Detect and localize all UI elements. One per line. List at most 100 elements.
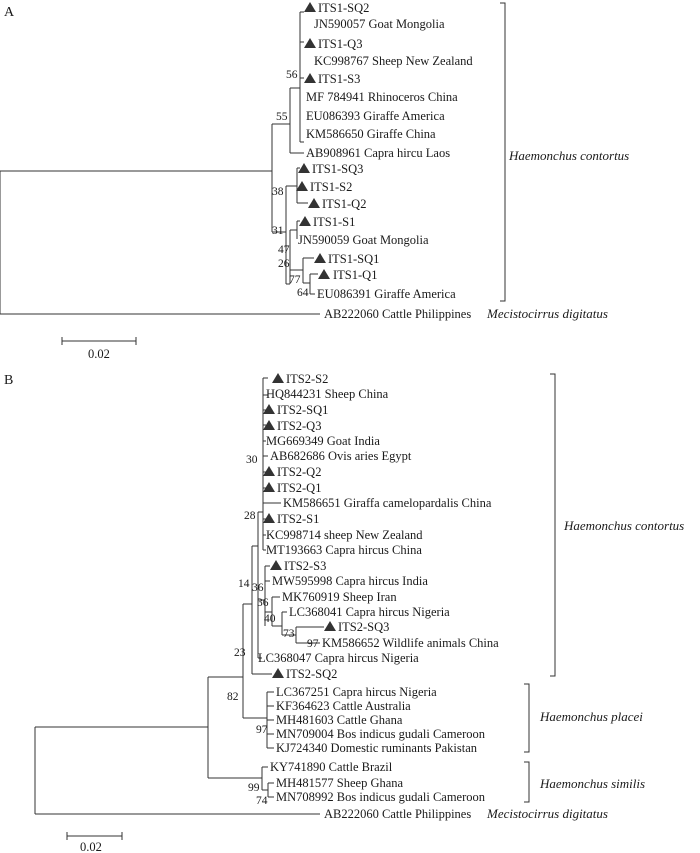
outgroup-accession: AB222060 Cattle Philippines [324,807,471,821]
panel-b: B [4,372,684,853]
tip-label: ITS1-SQ1 [328,252,379,266]
tip-label: ITS2-SQ1 [277,403,328,417]
triangle-marker-icon [272,668,284,678]
bootstrap-value: 99 [248,782,260,794]
tip-label: EU086393 Giraffe America [306,109,445,123]
tip-label: KM586651 Giraffa camelopardalis China [283,496,492,510]
triangle-marker-icon [263,466,275,476]
bootstrap-value: 31 [272,225,284,237]
panel-a: A [0,1,629,361]
tip-label: KJ724340 Domestic ruminants Pakistan [276,741,478,755]
bootstrap-value: 77 [289,274,301,286]
bootstrap-value: 55 [276,111,288,123]
panel-a-markers [296,2,330,279]
tip-label: MN709004 Bos indicus gudali Cameroon [276,727,486,741]
outgroup-accession: AB222060 Cattle Philippines [324,307,471,321]
tip-label: MW595998 Capra hircus India [272,574,428,588]
bootstrap-value: 30 [246,454,258,466]
bootstrap-value: 23 [234,647,246,659]
tip-label: ITS1-Q3 [318,37,362,51]
tip-label: JN590057 Goat Mongolia [314,17,445,31]
tip-label: ITS2-S1 [277,512,319,526]
tip-label: ITS1-Q2 [322,197,366,211]
tip-label: MH481577 Sheep Ghana [276,776,404,790]
triangle-marker-icon [270,560,282,570]
tip-label: KC998767 Sheep New Zealand [314,54,473,68]
tip-label: ITS2-SQ2 [286,667,337,681]
tip-label: ITS1-SQ3 [312,162,363,176]
tip-label: MN708992 Bos indicus gudali Cameroon [276,790,486,804]
triangle-marker-icon [314,253,326,263]
tip-label: ITS1-S1 [313,215,355,229]
tip-label: ITS1-S2 [310,180,352,194]
tip-label: KF364623 Cattle Australia [276,699,411,713]
tip-label: HQ844231 Sheep China [266,387,389,401]
triangle-marker-icon [299,216,311,226]
bootstrap-value: 26 [278,258,290,270]
triangle-marker-icon [308,198,320,208]
tip-label: MG669349 Goat India [266,434,380,448]
triangle-marker-icon [304,38,316,48]
bootstrap-value: 64 [297,287,309,299]
outgroup-species: Mecistocirrus digitatus [486,306,608,321]
triangle-marker-icon [304,73,316,83]
scale-label: 0.02 [80,840,102,853]
triangle-marker-icon [263,420,275,430]
bootstrap-value: 97 [307,638,319,650]
tip-label: KM586652 Wildlife animals China [322,636,499,650]
tip-label: MF 784941 Rhinoceros China [306,90,458,104]
clade-label: Haemonchus contortus [563,518,684,533]
tip-label: ITS2-Q2 [277,465,321,479]
triangle-marker-icon [263,404,275,414]
tip-label: ITS1-SQ2 [318,1,369,15]
triangle-marker-icon [272,373,284,383]
panel-b-branches [34,377,324,815]
tip-label: ITS1-Q1 [333,268,377,282]
triangle-marker-icon [298,163,310,173]
bootstrap-value: 82 [227,691,239,703]
clade-label: Haemonchus similis [539,776,645,791]
panel-a-branches [0,11,320,315]
tip-label: MT193663 Capra hircus China [266,543,422,557]
clade-label: Haemonchus contortus [508,148,629,163]
panel-b-outgroup: AB222060 Cattle Philippines Mecistocirru… [324,806,608,821]
panel-b-tip-labels: ITS2-S2 HQ844231 Sheep China ITS2-SQ1 IT… [258,372,499,804]
outgroup-species: Mecistocirrus digitatus [486,806,608,821]
panel-b-scale-bar: 0.02 [66,832,123,853]
tip-label: MH481603 Cattle Ghana [276,713,403,727]
tip-label: AB908961 Capra hircu Laos [306,146,450,160]
panel-a-scale-bar: 0.02 [61,337,137,361]
bootstrap-value: 56 [286,69,298,81]
tip-label: ITS2-S3 [284,559,326,573]
tip-label: LC367251 Capra hircus Nigeria [276,685,437,699]
bootstrap-value: 14 [238,578,250,590]
tip-label: KM586650 Giraffe China [306,127,436,141]
tip-label: MK760919 Sheep Iran [282,590,397,604]
bootstrap-value: 38 [272,186,284,198]
bootstrap-value: 73 [283,628,295,640]
bootstrap-value: 36 [257,597,269,609]
tip-label: LC368047 Capra hircus Nigeria [258,651,419,665]
tip-label: ITS1-S3 [318,72,360,86]
panel-a-outgroup: AB222060 Cattle Philippines Mecistocirru… [324,306,608,321]
scale-label: 0.02 [88,347,110,361]
bootstrap-value: 74 [256,795,268,807]
panel-a-clade-bracket: Haemonchus contortus [500,2,629,302]
panel-a-tip-labels: ITS1-SQ2 JN590057 Goat Mongolia ITS1-Q3 … [298,1,473,301]
panel-b-bootstrap-values: 30 28 14 36 36 40 73 97 23 82 97 99 74 [227,454,319,807]
tip-label: AB682686 Ovis aries Egypt [270,449,412,463]
tip-label: ITS2-Q1 [277,481,321,495]
tip-label: ITS2-SQ3 [338,620,389,634]
triangle-marker-icon [263,513,275,523]
tip-label: ITS2-Q3 [277,419,321,433]
tip-label: KC998714 sheep New Zealand [266,528,423,542]
panel-a-bootstrap-values: 56 55 38 31 47 26 77 64 [272,69,309,299]
triangle-marker-icon [318,269,330,279]
tip-label: JN590059 Goat Mongolia [298,233,429,247]
tip-label: KY741890 Cattle Brazil [270,760,393,774]
triangle-marker-icon [296,181,308,191]
tip-label: EU086391 Giraffe America [317,287,456,301]
triangle-marker-icon [324,621,336,631]
panel-a-label: A [4,5,15,20]
